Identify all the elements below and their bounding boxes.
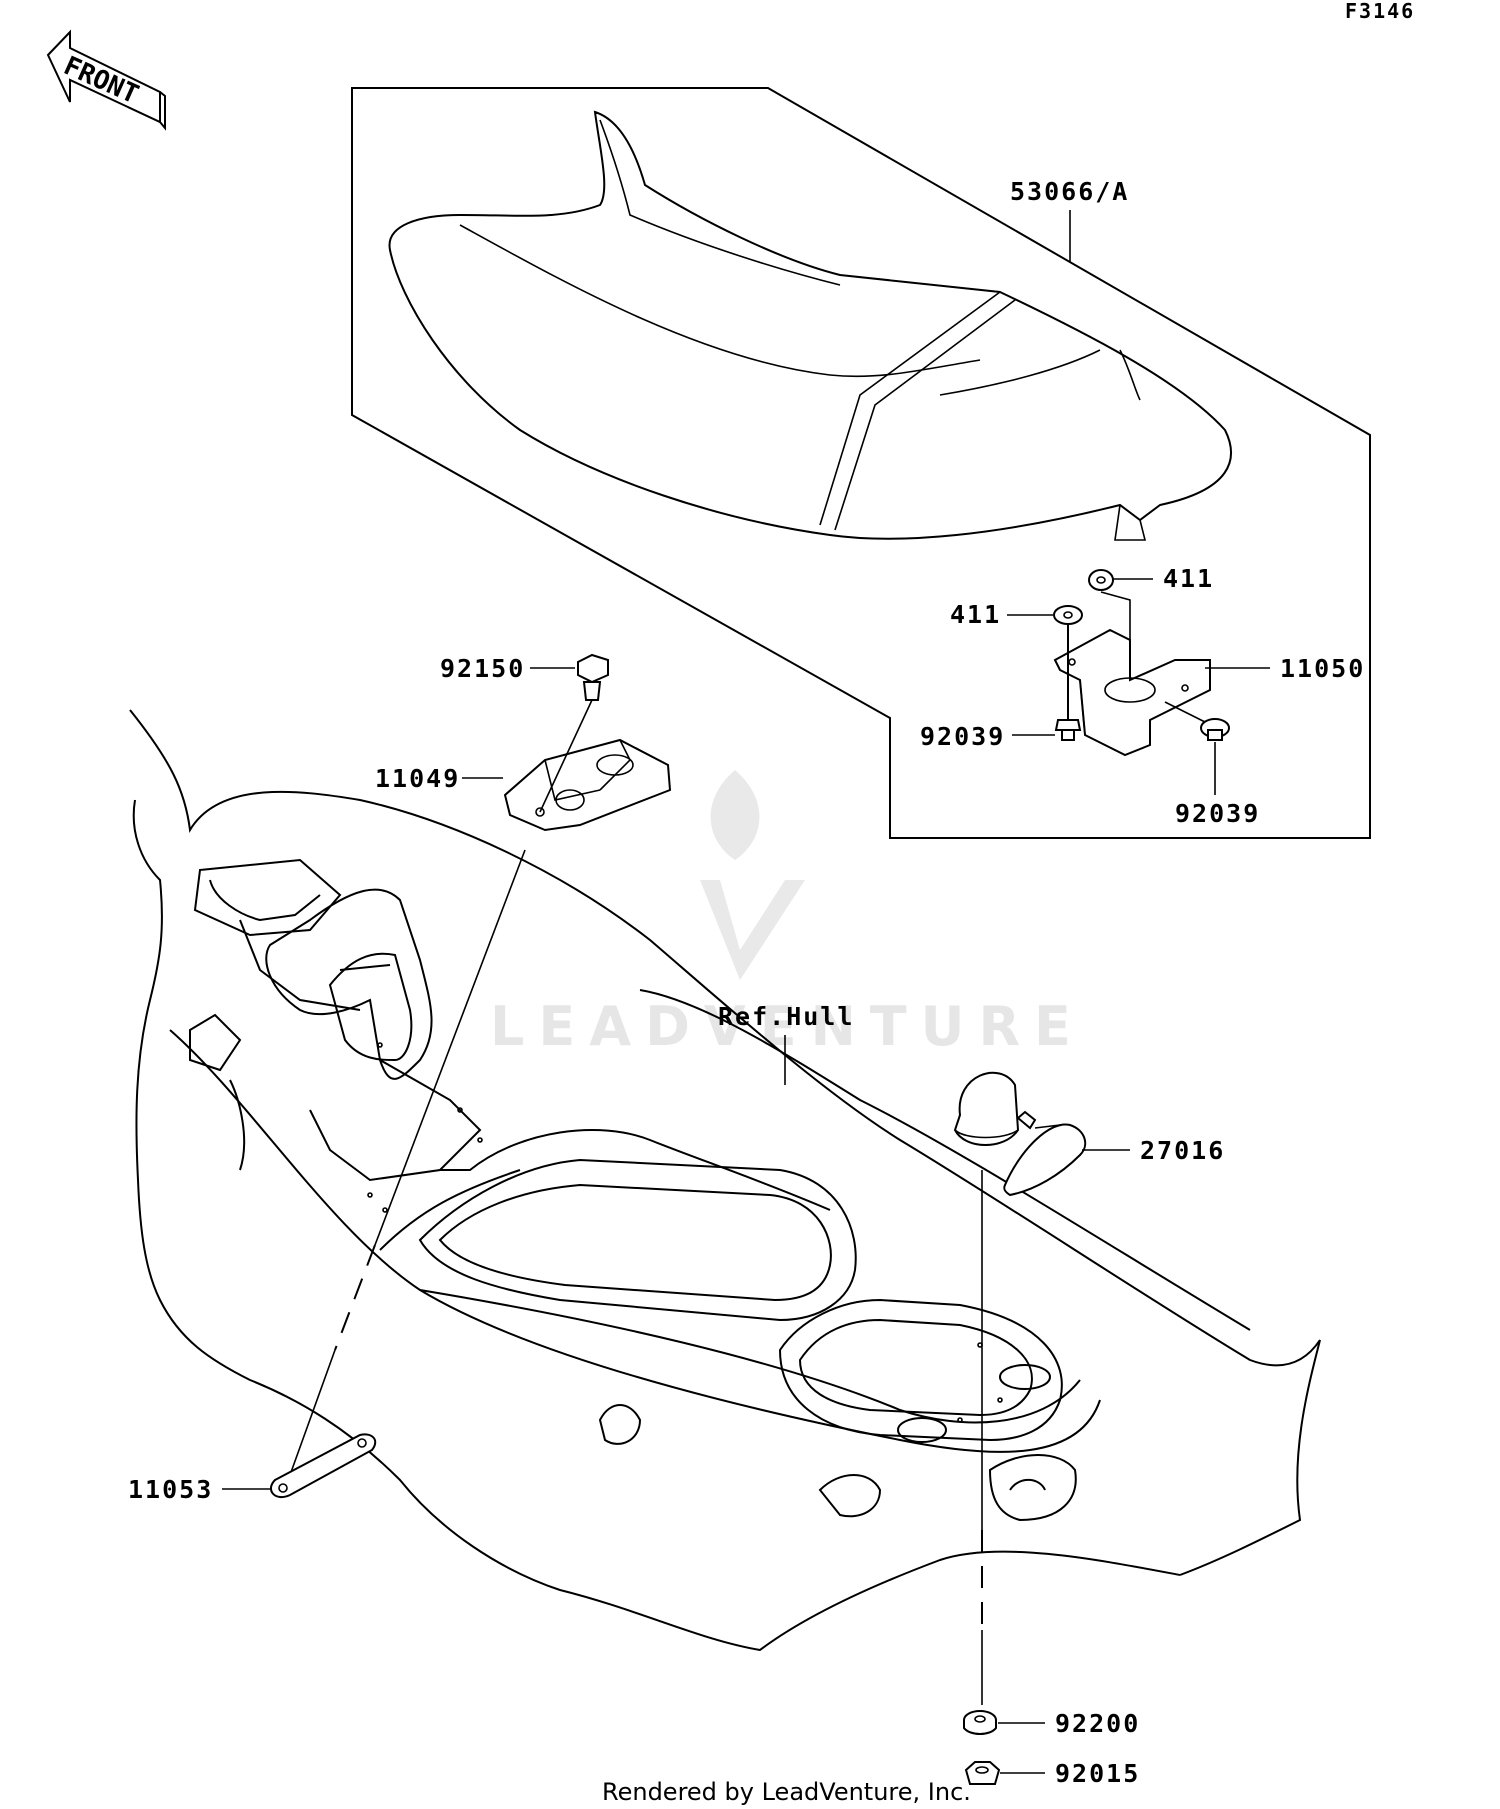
bolt-right — [1164, 701, 1230, 741]
label-hook: 27016 — [1140, 1136, 1225, 1165]
label-washer-upper: 411 — [1163, 564, 1214, 593]
label-washer-lower: 411 — [950, 600, 1001, 629]
label-hull-bolt: 92150 — [440, 654, 525, 683]
watermark-logo: LEADVENTURE — [490, 770, 1085, 1058]
label-hull-bracket: 11049 — [375, 764, 460, 793]
leader-plate-dashed — [334, 1244, 376, 1351]
washer-lower — [1053, 605, 1083, 625]
label-grommet: 92200 — [1055, 1709, 1140, 1738]
hook — [953, 1071, 1087, 1197]
leader-hull-bracket — [374, 849, 526, 1246]
front-label: FRONT — [59, 51, 143, 110]
washer-upper — [1088, 569, 1114, 591]
bolt-left — [1054, 625, 1082, 741]
grommet — [963, 1710, 997, 1735]
label-ref-hull: Ref.Hull — [718, 1002, 854, 1031]
label-seat: 53066/A — [1010, 177, 1129, 206]
label-bolt-left: 92039 — [920, 722, 1005, 751]
label-bracket-seat: 11050 — [1280, 654, 1365, 683]
hull — [129, 709, 1321, 1652]
front-arrow: FRONT — [46, 29, 166, 131]
seat-bracket — [1053, 628, 1211, 757]
label-nut: 92015 — [1055, 1759, 1140, 1788]
watermark-text: LEADVENTURE — [490, 995, 1085, 1058]
diagram-code: F3146 — [1345, 0, 1415, 23]
seat-assembly-box — [351, 87, 1371, 839]
seat — [388, 110, 1233, 541]
hull-bracket — [503, 699, 672, 832]
plate — [270, 1433, 377, 1499]
nut — [964, 1761, 1001, 1785]
footer-credit: Rendered by LeadVenture, Inc. — [602, 1778, 971, 1806]
label-plate: 11053 — [128, 1475, 213, 1504]
label-bolt-right: 92039 — [1175, 799, 1260, 828]
hull-bolt — [577, 653, 609, 701]
